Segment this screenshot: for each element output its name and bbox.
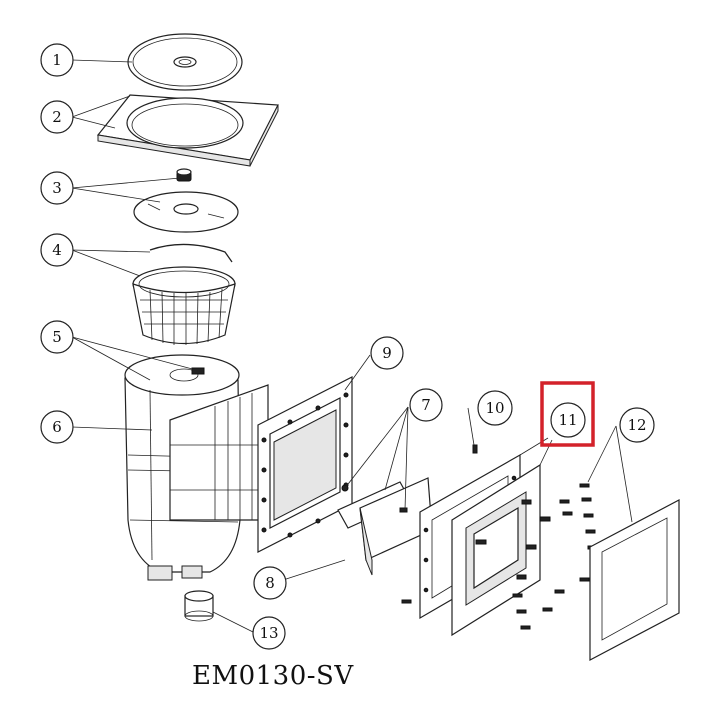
callout-12-label: 12 [627,416,646,434]
part-outer-gasket [589,499,680,661]
part-front-flange [257,376,353,553]
callout-10: 10 [477,390,513,426]
callout-1-label: 1 [52,51,62,69]
part-basket [132,243,236,345]
callout-10-label: 10 [485,399,504,417]
callout-4-label: 4 [52,241,62,259]
callout-2-label: 2 [52,108,62,126]
model-number: EM0130-SV [192,661,354,691]
leader-lines [71,59,633,633]
callout-5: 5 [40,320,74,354]
callout-11: 11 [540,381,595,447]
callout-7: 7 [409,388,443,422]
callout-7-label: 7 [421,396,431,414]
callout-8-label: 8 [265,574,275,592]
highlight-box [540,381,595,447]
callout-13-label: 13 [259,624,278,642]
callout-1: 1 [40,43,74,77]
callout-4: 4 [40,233,74,267]
callout-13: 13 [252,616,286,650]
callout-6: 6 [40,410,74,444]
callout-11-label: 11 [558,411,577,429]
callout-3: 3 [40,171,74,205]
part-collar [96,94,279,167]
callout-6-label: 6 [52,418,62,436]
callout-8: 8 [253,566,287,600]
callout-9: 9 [370,336,404,370]
callout-2: 2 [40,100,74,134]
part-faceplate [451,463,551,637]
part-lid [127,33,243,91]
part-skimmer-body [124,354,269,581]
callout-9-label: 9 [382,344,392,362]
callout-3-label: 3 [52,179,62,197]
callout-12: 12 [619,407,655,443]
part-fitting [184,590,214,622]
callout-5-label: 5 [52,328,62,346]
